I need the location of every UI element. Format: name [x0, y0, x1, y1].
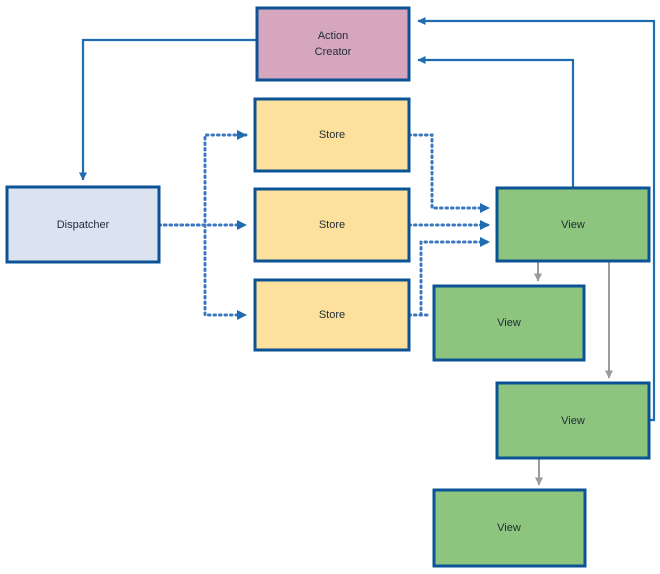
edge-view-3-to-action-creator — [417, 17, 656, 422]
node-layer: Action Creator Dispatcher Store Store St… — [5, 6, 651, 568]
edge-action-creator-to-dispatcher — [79, 38, 257, 181]
node-view-4[interactable]: View — [432, 488, 587, 568]
node-action-creator[interactable]: Action Creator — [255, 6, 411, 82]
node-store-3[interactable]: Store — [253, 278, 411, 352]
node-store-1[interactable]: Store — [253, 97, 411, 173]
node-view-3[interactable]: View — [495, 381, 651, 460]
edge-dispatcher-to-store-1 — [157, 130, 248, 227]
node-view-1[interactable]: View — [495, 186, 651, 263]
node-dispatcher[interactable]: Dispatcher — [5, 185, 161, 264]
node-view-2[interactable]: View — [432, 284, 586, 362]
edge-view-1-to-action-creator — [417, 56, 575, 188]
edge-dispatcher-to-store-3 — [203, 223, 248, 320]
edge-store-3-to-view-1 — [419, 237, 491, 317]
edge-store-1-to-view-1 — [407, 133, 491, 213]
edge-layer — [79, 17, 656, 486]
node-store-2[interactable]: Store — [253, 187, 411, 263]
